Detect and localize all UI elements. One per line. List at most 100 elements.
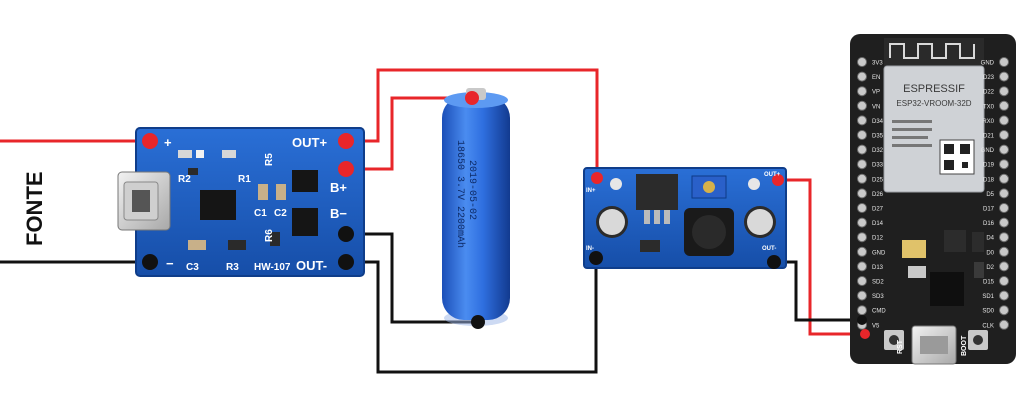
battery-positive-terminal <box>465 91 479 105</box>
wires <box>0 68 865 374</box>
esp-pin-label: D35 <box>872 134 884 140</box>
esp-pin-pad <box>999 115 1009 126</box>
esp-pin-label: D26 <box>872 192 884 198</box>
wire-bminus-to-battery <box>346 232 478 324</box>
esp-pin-pad <box>857 71 867 82</box>
label-c3: C3 <box>186 262 199 273</box>
micro-usb-port <box>117 171 171 231</box>
esp-pin-label: D5 <box>986 192 994 198</box>
battery-spec-label: 18650 3.7V 2200mAh <box>454 140 466 248</box>
esp-pin-label: GND <box>981 61 995 67</box>
esp-pin-label: CLK <box>982 323 994 329</box>
esp-pin-label: D13 <box>872 265 884 271</box>
esp-pin-label: D25 <box>872 177 884 183</box>
esp-pin-pad <box>857 57 867 67</box>
esp-pin-pad <box>857 203 867 213</box>
converter-in-minus-label: IN- <box>586 246 594 252</box>
pad-out-plus <box>338 133 354 149</box>
esp-pin-pad <box>999 130 1009 140</box>
esp-pin-pad <box>857 100 867 111</box>
esp-pin-label: D12 <box>872 236 884 242</box>
esp-pin-pad <box>857 173 867 184</box>
esp-pin-pad <box>999 276 1009 286</box>
label-c1: C1 <box>254 208 267 219</box>
esp-pin-label: D18 <box>983 177 995 183</box>
esp-pin-label: D17 <box>983 207 995 213</box>
esp-pin-label: V5 <box>872 323 880 329</box>
esp-pin-pad <box>857 217 867 228</box>
converter-out-minus-pad <box>767 255 781 269</box>
esp-pin-label: SD1 <box>982 294 994 300</box>
esp-pin-label: SD3 <box>872 294 884 300</box>
esp-pin-pad <box>999 319 1009 330</box>
esp-pin-label: D32 <box>872 148 884 154</box>
esp-pin-pad <box>857 115 867 126</box>
label-r3: R3 <box>226 262 239 273</box>
esp-pin-pad <box>999 305 1009 316</box>
esp32-devkit: ESPRESSIF ESP32-VROOM-32D RST BOOT 3V3EN… <box>850 34 1016 365</box>
battery-18650: 18650 3.7V 2200mAh 2019-05-02 <box>442 88 510 329</box>
esp-pin-pad <box>857 130 867 140</box>
esp-pin-pad <box>857 232 867 243</box>
esp-pin-label: VN <box>872 104 880 110</box>
esp-pin-pad <box>999 86 1009 97</box>
esp-pin-label: D4 <box>986 236 994 242</box>
converter-in-plus-label: IN+ <box>586 188 596 194</box>
battery-date-label: 2019-05-02 <box>466 160 477 220</box>
esp-right-pin-header: GNDD23D22TX0RX0D21GNDD19D18D5D17D16D4D0D… <box>981 57 1009 330</box>
wire-out-negative-to-converter <box>346 258 598 374</box>
esp-module-label: ESP32-VROOM-32D <box>896 99 971 108</box>
esp-pin-pad <box>999 188 1009 199</box>
esp-pin-pad <box>999 57 1009 67</box>
charger-plus-label: + <box>164 135 172 150</box>
esp-pin-pad <box>857 159 867 170</box>
esp-left-pin-header: 3V3ENVPVND34D35D32D33D25D26D27D14D12GNDD… <box>857 57 886 330</box>
esp-pin-label: RX0 <box>982 119 994 125</box>
esp-pin-pad <box>999 203 1009 213</box>
pad-input-minus <box>142 254 158 270</box>
converter-out-plus-label: OUT+ <box>764 172 781 178</box>
esp-pin-pad <box>999 232 1009 243</box>
esp-pin-label: D23 <box>983 75 995 81</box>
buck-converter: IN+ IN- OUT+ OUT- <box>583 167 787 269</box>
esp-pin-pad <box>999 217 1009 228</box>
esp-pin-pad <box>999 100 1009 111</box>
esp-pin-pad <box>857 290 867 301</box>
esp-v5-pad <box>860 329 870 339</box>
charger-model-label: HW-107 <box>254 262 291 273</box>
charger-out-plus-label: OUT+ <box>292 135 327 150</box>
esp-pin-label: D33 <box>872 163 884 169</box>
charger-b-minus-label: B− <box>330 206 347 221</box>
esp-pin-pad <box>857 276 867 286</box>
converter-in-minus-pad <box>589 251 603 265</box>
esp-pin-pad <box>999 71 1009 82</box>
esp-pin-label: D0 <box>986 250 994 256</box>
esp-pin-label: D14 <box>872 221 884 227</box>
esp-rst-label: RST <box>897 339 904 354</box>
label-r1: R1 <box>238 174 251 185</box>
esp-pin-pad <box>999 290 1009 301</box>
charger-b-plus-label: B+ <box>330 180 347 195</box>
esp-gnd-pad <box>857 315 867 325</box>
esp-boot-label: BOOT <box>961 335 968 356</box>
esp-pin-pad <box>999 159 1009 170</box>
esp-pin-label: SD0 <box>982 309 994 315</box>
label-r5: R5 <box>264 153 275 166</box>
esp-pin-pad <box>857 86 867 97</box>
converter-in-plus-pad <box>591 172 603 184</box>
wire-bplus-to-battery <box>346 96 472 171</box>
esp-pin-label: D22 <box>983 90 995 96</box>
esp-pin-pad <box>857 305 867 316</box>
label-c2: C2 <box>274 208 287 219</box>
esp-pin-pad <box>999 261 1009 272</box>
pad-out-minus <box>338 254 354 270</box>
esp-pin-pad <box>999 173 1009 184</box>
source-label: FONTE <box>22 171 47 246</box>
mosfet-ic <box>292 170 318 192</box>
charger-minus-label: − <box>166 256 174 271</box>
esp-pin-label: TX0 <box>983 104 995 110</box>
label-r2: R2 <box>178 174 191 185</box>
esp-pin-pad <box>857 261 867 272</box>
esp-pin-label: D2 <box>986 265 994 271</box>
